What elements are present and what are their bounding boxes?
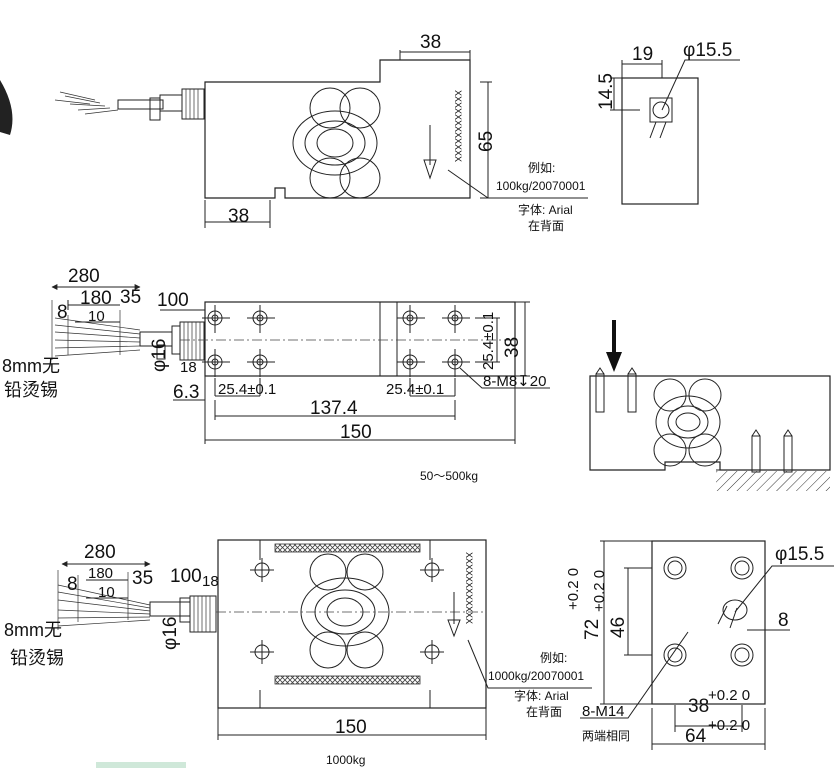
- dim-1000-cable-10: 10: [98, 584, 115, 601]
- dim-end-46-tol: +0.2 0: [591, 570, 608, 612]
- dim-137-4: 137.4: [310, 398, 358, 419]
- view-top-1000kg: XXXXXXXXXXXX 280 8 180 35 10 100 18 φ16 …: [4, 539, 592, 768]
- dim-thread: 8-M8↧20: [483, 373, 546, 390]
- note-example-label: 例如:: [528, 160, 555, 175]
- cable-note-line1: 8mm无: [2, 356, 60, 376]
- view-end-small-cell: 19 14.5 φ15.5: [596, 40, 740, 205]
- dim-25-4-vert: 25.4±0.1: [480, 312, 497, 370]
- dim-height-65: 65: [476, 131, 497, 152]
- dim-end-phi15-5-1000: φ15.5: [775, 544, 824, 565]
- dim-gland-100: 100: [157, 290, 189, 311]
- note-font: 字体: Arial: [518, 202, 573, 217]
- dim-1000-150: 150: [335, 717, 367, 738]
- dim-18: 18: [180, 359, 197, 376]
- view-top-small-cell: XXXXXXXXXXXX 38 65 38 例如: 100kg/20070001…: [0, 32, 588, 233]
- dim-bottom-38: 38: [228, 206, 249, 227]
- dim-end-19: 19: [632, 44, 653, 65]
- dim-cable-8: 8: [57, 302, 68, 323]
- dim-end-46: 46: [608, 617, 629, 638]
- dim-1000-phi16: φ16: [160, 617, 181, 650]
- dim-cable-10: 10: [88, 308, 105, 325]
- dim-top-38: 38: [420, 32, 441, 53]
- dim-cable-35: 35: [120, 287, 141, 308]
- note-back: 在背面: [528, 219, 564, 233]
- capacity-label-1000: 1000kg: [326, 753, 365, 767]
- note-1000-example-value: 1000kg/20070001: [488, 669, 584, 683]
- dim-phi16: φ16: [149, 339, 170, 372]
- dim-end-72-tol: +0.2 0: [565, 568, 582, 610]
- dim-end-64: 64: [685, 726, 707, 747]
- dim-end-64-tol: +0.2 0: [708, 717, 750, 734]
- dim-1000-cable-35: 35: [132, 568, 153, 589]
- dim-1000-cable-8: 8: [67, 574, 78, 595]
- cable-note-line2: 铅烫锡: [4, 380, 58, 400]
- note-1000-back: 在背面: [526, 705, 562, 719]
- svg-text:XXXXXXXXXXXX: XXXXXXXXXXXX: [453, 90, 463, 162]
- dim-end-8: 8: [778, 610, 789, 631]
- dim-6-3: 6.3: [173, 382, 199, 403]
- view-installation: [589, 320, 831, 491]
- view-top-50-500kg: 280 8 180 35 10 100 φ16 18 6.3 25.4±0.1 …: [2, 266, 550, 483]
- dim-end-72: 72: [582, 619, 603, 640]
- note-1000-font: 字体: Arial: [514, 688, 569, 703]
- cable-note-1000-line2: 铅烫锡: [10, 648, 64, 668]
- dim-end-14-5: 14.5: [596, 73, 617, 110]
- dim-1000-18: 18: [202, 573, 219, 590]
- capacity-label-50-500: 50～500kg: [420, 469, 478, 483]
- dim-end-phi15-5: φ15.5: [683, 40, 732, 61]
- dim-1000-cable-280: 280: [84, 542, 116, 563]
- dim-1000-gland-100: 100: [170, 566, 202, 587]
- dim-end-thread: 8-M14: [582, 703, 625, 720]
- note-1000-example-label: 例如:: [540, 650, 567, 665]
- dim-end-both-ends: 两端相同: [582, 729, 630, 743]
- view-end-1000kg: 72 +0.2 0 46 +0.2 0 φ15.5 8 38 +0.2 0 64…: [565, 540, 834, 750]
- dim-cable-280: 280: [68, 266, 100, 287]
- dim-cable-180: 180: [80, 288, 112, 309]
- dim-end-38: 38: [688, 696, 709, 717]
- svg-text:XXXXXXXXXXXX: XXXXXXXXXXXX: [464, 552, 474, 624]
- dim-end-38-tol: +0.2 0: [708, 687, 750, 704]
- dim-1000-cable-180: 180: [88, 565, 113, 582]
- dim-25-4-left: 25.4±0.1: [218, 381, 276, 398]
- cable-note-1000-line1: 8mm无: [4, 620, 62, 640]
- dim-25-4-right: 25.4±0.1: [386, 381, 444, 398]
- note-example-value: 100kg/20070001: [496, 179, 586, 193]
- dim-150: 150: [340, 422, 372, 443]
- dim-38: 38: [502, 337, 523, 358]
